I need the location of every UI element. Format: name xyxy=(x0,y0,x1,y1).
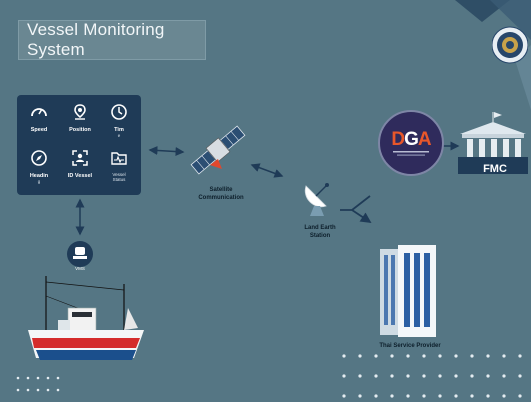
dga-logo-text: DGA xyxy=(391,129,431,150)
panel-item-label: Speed xyxy=(30,127,48,133)
panel-item-label: Tim xyxy=(114,127,124,133)
panel-item-label: Headin xyxy=(29,173,49,179)
vms-label: VMS xyxy=(75,266,85,271)
arrow-panel-satellite xyxy=(148,145,185,157)
office-building-icon xyxy=(380,245,436,337)
clock-icon xyxy=(111,104,127,120)
satellite-label: Satellite Communication xyxy=(198,187,244,201)
panel-item-time: Tim e xyxy=(99,103,139,138)
thai-service-provider-label: Thai Service Provider xyxy=(379,343,441,349)
arrow-satellite-station xyxy=(250,163,284,178)
vessel-data-panel: Speed Position Tim e Headin g ID Vessel … xyxy=(17,95,141,195)
panel-item-vessel-status: Vessel Status xyxy=(99,149,139,182)
fishing-vessel-icon xyxy=(28,276,144,360)
location-pin-icon xyxy=(74,104,86,120)
panel-item-sublabel: g xyxy=(37,179,41,184)
panel-item-heading: Headin g xyxy=(19,149,59,184)
government-building-icon xyxy=(458,112,528,174)
panel-item-sublabel: Status xyxy=(112,177,126,182)
panel-item-label: Vessel xyxy=(112,172,126,177)
folder-pulse-icon xyxy=(111,152,127,165)
arrow-station-branch xyxy=(340,195,370,222)
id-scan-icon xyxy=(72,150,88,166)
decorative-dots-right xyxy=(342,354,522,398)
speedometer-icon xyxy=(31,108,47,117)
panel-item-id-vessel: ID Vessel xyxy=(60,149,100,179)
panel-item-label: Position xyxy=(69,127,91,133)
satellite-dish-icon xyxy=(304,183,329,216)
land-earth-station-label: Land Earth Station xyxy=(304,225,336,239)
panel-item-position: Position xyxy=(60,103,100,133)
vms-device-icon xyxy=(67,241,93,267)
dga-subtext-lines xyxy=(393,151,429,156)
compass-icon xyxy=(31,150,47,166)
panel-item-sublabel: e xyxy=(117,133,121,138)
page-title: Vessel Monitoring System xyxy=(18,20,206,60)
decorative-dots-left xyxy=(16,376,60,392)
panel-item-label: ID Vessel xyxy=(67,173,93,179)
fmc-label: FMC xyxy=(483,163,507,175)
satellite-icon xyxy=(190,125,246,175)
panel-item-speed: Speed xyxy=(19,103,59,133)
department-seal-icon xyxy=(492,26,528,64)
dga-logo: DGA xyxy=(378,110,444,176)
